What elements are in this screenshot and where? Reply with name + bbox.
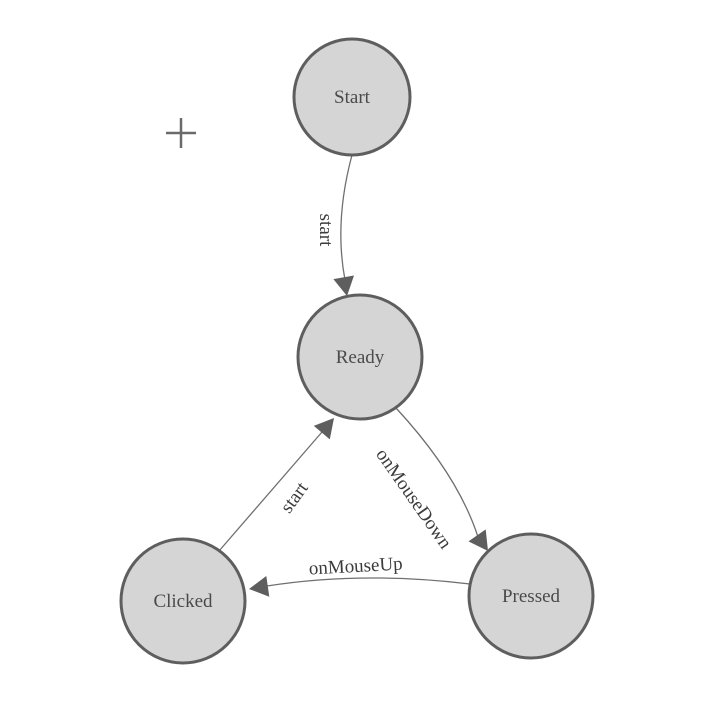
arrowhead-icon xyxy=(333,275,354,296)
transition-pressed-to-clicked[interactable]: onMouseUp xyxy=(249,554,471,597)
transition-path[interactable] xyxy=(340,154,353,281)
state-node-pressed[interactable]: Pressed xyxy=(467,532,595,660)
transition-ready-to-pressed[interactable]: onMouseDown xyxy=(371,407,488,553)
transition-path[interactable] xyxy=(218,431,323,552)
state-circle[interactable] xyxy=(296,293,424,421)
state-circle[interactable] xyxy=(467,532,595,660)
arrowhead-icon xyxy=(313,418,334,440)
state-label: Pressed xyxy=(502,586,561,607)
transition-label: onMouseDown xyxy=(371,445,456,553)
transition-path[interactable] xyxy=(266,577,471,587)
state-circle[interactable] xyxy=(119,537,247,665)
transition-label: start xyxy=(315,214,336,247)
state-circle[interactable] xyxy=(292,37,412,157)
transition-path[interactable] xyxy=(395,407,479,538)
state-label: Ready xyxy=(336,347,385,368)
state-node-clicked[interactable]: Clicked xyxy=(119,537,247,665)
arrowhead-icon xyxy=(468,529,488,551)
arrowhead-icon xyxy=(249,576,270,597)
transition-label: onMouseUp xyxy=(308,554,403,580)
state-label: Clicked xyxy=(153,591,213,612)
transition-clicked-to-ready[interactable]: start xyxy=(218,418,334,552)
transition-label: start xyxy=(276,478,313,517)
state-node-ready[interactable]: Ready xyxy=(296,293,424,421)
transition-start-to-ready[interactable]: start xyxy=(315,154,354,296)
crosshair-cursor-icon xyxy=(166,118,196,148)
state-node-start[interactable]: Start xyxy=(292,37,412,157)
state-label: Start xyxy=(334,87,371,108)
